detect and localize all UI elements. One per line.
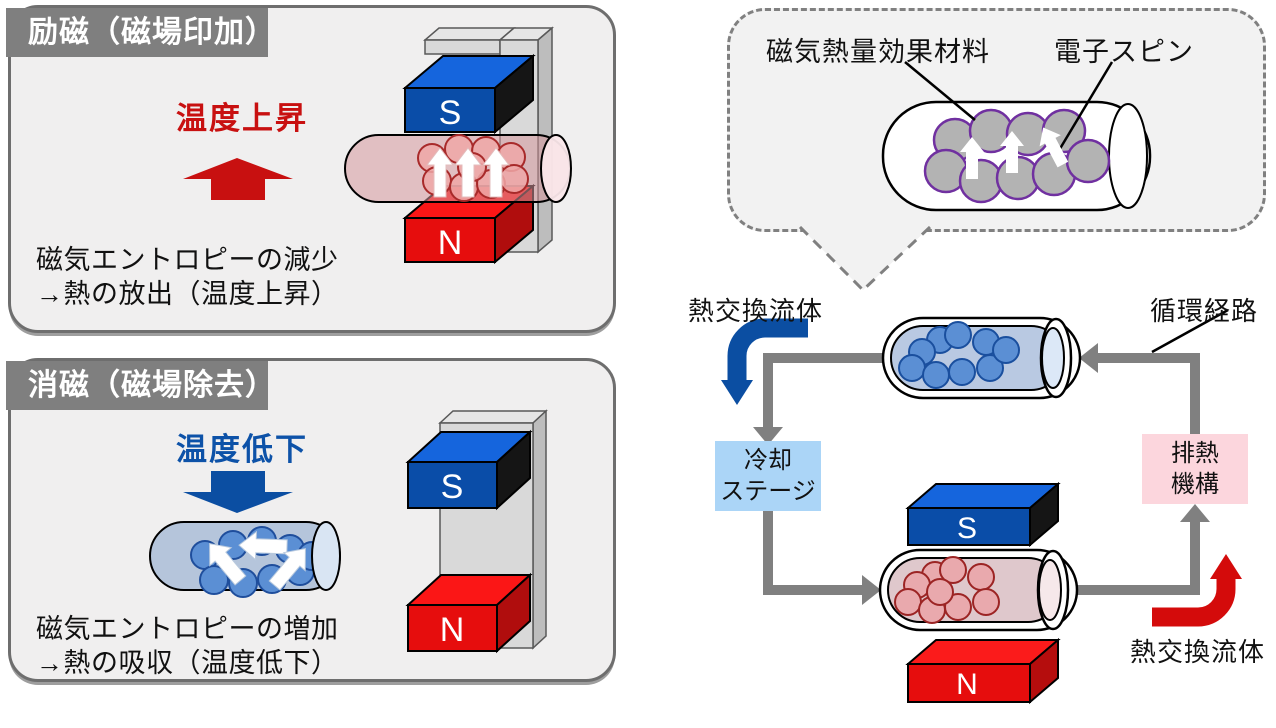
temp-rise-label: 温度上昇 xyxy=(176,101,308,136)
circulation-pipe xyxy=(763,353,1200,595)
demagnetization-caption: 磁気エントロピーの増加 →熱の吸収（温度低下） xyxy=(36,612,339,680)
material-label: 磁気熱量効果材料 xyxy=(766,37,990,67)
material-closeup-diagram xyxy=(881,61,1152,212)
cycle-s-magnet: S xyxy=(905,481,1061,548)
cycle-s-pole-label: S xyxy=(957,512,977,545)
demagnetization-caption-line2: →熱の吸収（温度低下） xyxy=(36,648,339,678)
cycle-n-pole-label: N xyxy=(956,668,978,701)
label-pointer-lines xyxy=(904,61,1114,153)
s-pole-label: S xyxy=(439,94,462,132)
excitation-caption-line1: 磁気エントロピーの減少 xyxy=(36,245,339,275)
refrigeration-cycle-diagram: S N xyxy=(721,308,1242,705)
excitation-magnet-diagram: S N xyxy=(344,26,572,265)
excitation-caption: 磁気エントロピーの減少 →熱の放出（温度上昇） xyxy=(36,243,339,311)
n-pole-label: N xyxy=(440,611,465,649)
heat-rejection-box: 排熱 機構 xyxy=(1142,434,1248,504)
cycle-n-magnet: N xyxy=(905,637,1061,705)
panel-excitation-header: 励磁（磁場印加） xyxy=(6,8,275,57)
temp-fall-arrow-icon xyxy=(183,471,293,513)
cooling-stage-line1: 冷却 xyxy=(744,447,792,474)
s-magnet: S xyxy=(405,429,533,511)
heat-rejection-line2: 機構 xyxy=(1171,471,1219,498)
closeup-cylinder xyxy=(881,100,1152,212)
random-spin-arrows xyxy=(209,530,306,591)
loop-pointer-line xyxy=(1151,308,1229,354)
spin-up-arrows xyxy=(960,127,1069,179)
aligned-spin-arrows xyxy=(425,147,511,198)
cooling-stage-box: 冷却 ステージ xyxy=(715,441,821,511)
demagnetization-caption-line1: 磁気エントロピーの増加 xyxy=(36,614,339,644)
demagnetization-magnet-diagram: S N xyxy=(149,409,548,654)
s-pole-label: S xyxy=(441,468,464,506)
temp-rise-arrow-icon xyxy=(183,158,293,200)
coolant-down-arrow-icon xyxy=(721,318,808,405)
speech-bubble-tail xyxy=(798,226,932,292)
heat-exchange-fluid-bottom-label: 熱交換流体 xyxy=(1130,637,1266,667)
sample-cylinder-cold xyxy=(149,521,341,598)
hot-cylinder xyxy=(878,548,1079,632)
excitation-caption-line2: →熱の放出（温度上昇） xyxy=(36,279,339,309)
heat-exchange-fluid-top-label: 熱交換流体 xyxy=(688,296,824,326)
cold-cylinder xyxy=(881,316,1082,400)
n-magnet: N xyxy=(405,572,533,654)
panel-demagnetization-header: 消磁（磁場除去） xyxy=(6,361,275,410)
temp-fall-label: 温度低下 xyxy=(176,432,308,467)
sample-cylinder-hot xyxy=(344,134,572,203)
electron-spin-label: 電子スピン xyxy=(1054,37,1194,67)
pipe-arrowheads xyxy=(753,343,1210,605)
heat-rejection-line1: 排熱 xyxy=(1171,440,1219,467)
cooling-stage-line2: ステージ xyxy=(720,478,816,505)
coolant-up-arrow-icon xyxy=(1152,554,1242,627)
n-pole-label: N xyxy=(438,224,463,262)
circulation-path-label: 循環経路 xyxy=(1150,296,1259,326)
s-magnet: S xyxy=(402,53,536,135)
